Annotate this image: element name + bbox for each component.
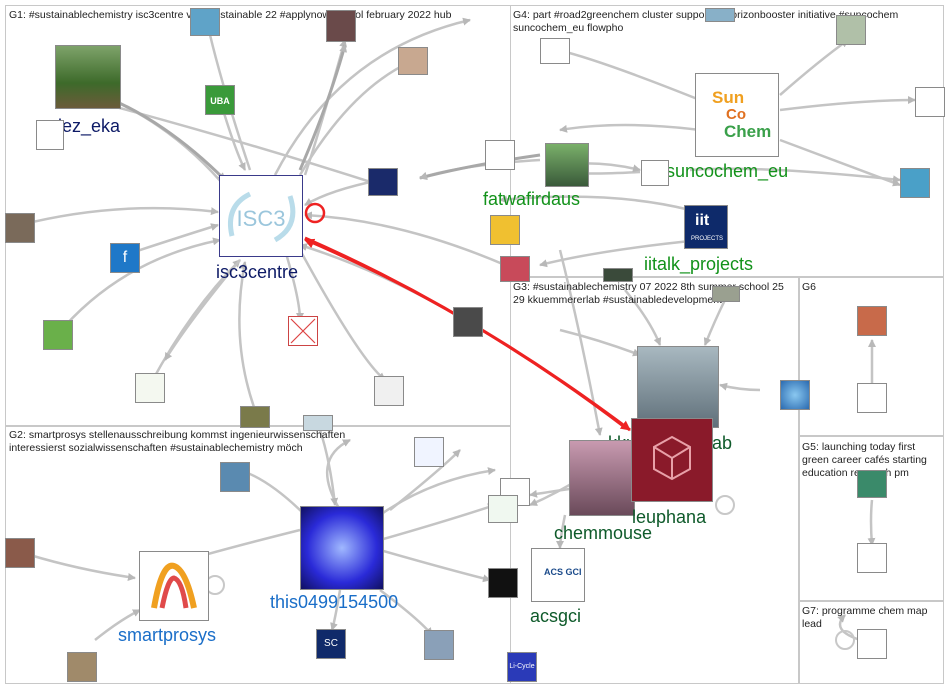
leuphana-logo-node[interactable] bbox=[631, 418, 713, 502]
group-label-g6: G6 bbox=[802, 281, 817, 293]
small-logo-node[interactable] bbox=[857, 543, 887, 573]
isc3-logo-icon: ISC3 bbox=[228, 191, 296, 243]
small-logo-node[interactable] bbox=[857, 629, 887, 659]
acs-logo-text: ACS GCI bbox=[544, 567, 582, 577]
small-logo-node[interactable] bbox=[488, 568, 518, 598]
group-box-g7 bbox=[798, 601, 944, 684]
small-avatar-node[interactable] bbox=[836, 15, 866, 45]
this0499154500-avatar[interactable] bbox=[300, 506, 384, 590]
small-avatar-node[interactable] bbox=[705, 8, 735, 22]
small-avatar-node[interactable] bbox=[857, 306, 887, 336]
uba-logo-icon[interactable]: UBA bbox=[205, 85, 235, 115]
small-avatar-node[interactable] bbox=[190, 8, 220, 36]
small-avatar-node[interactable] bbox=[240, 406, 270, 428]
group-label-g7: G7: programme chem map lead bbox=[802, 605, 928, 630]
acsgci-label: acsgci bbox=[530, 606, 582, 626]
group-label-g3: G3: #sustainablechemistry 07 2022 8th su… bbox=[513, 281, 784, 306]
suncochem-eu-label: suncochem_eu bbox=[666, 161, 789, 181]
globe-logo-icon[interactable] bbox=[780, 380, 810, 410]
group-label-g1: G1: #sustainablechemistry isc3centre ver… bbox=[9, 9, 452, 21]
iitalk-projects-label: iitalk_projects bbox=[644, 254, 754, 274]
iit-logo-subtext: PROJECTS bbox=[691, 236, 724, 242]
svg-text:ISC3: ISC3 bbox=[237, 206, 286, 231]
iit-logo-icon[interactable]: iit PROJECTS bbox=[684, 205, 728, 249]
small-logo-node[interactable] bbox=[488, 495, 518, 523]
smartprosys-logo-icon bbox=[151, 562, 197, 609]
small-avatar-node[interactable] bbox=[500, 256, 530, 282]
small-avatar-node[interactable] bbox=[303, 415, 333, 431]
kkuemmererlab-avatar[interactable] bbox=[637, 346, 719, 428]
eagle-logo-icon[interactable] bbox=[374, 376, 404, 406]
fatwafirdaus-avatar[interactable] bbox=[545, 143, 589, 187]
hexagon-logo-icon bbox=[653, 435, 691, 481]
group-box-g6 bbox=[798, 277, 944, 436]
small-logo-node[interactable] bbox=[641, 160, 669, 186]
this0499154500-label: this0499154500 bbox=[270, 592, 399, 612]
group-box-g5 bbox=[798, 436, 944, 601]
small-avatar-node[interactable] bbox=[220, 462, 250, 492]
niez-eka-avatar[interactable] bbox=[55, 45, 121, 109]
sc-logo-icon[interactable]: SC bbox=[316, 629, 346, 659]
small-logo-node[interactable] bbox=[135, 373, 165, 403]
small-avatar-node[interactable] bbox=[67, 652, 97, 682]
smartprosys-logo-node[interactable] bbox=[139, 551, 209, 621]
group-label-g2: G2: smartprosys stellenausschreibung kom… bbox=[9, 429, 346, 454]
facebook-icon[interactable]: f bbox=[110, 243, 140, 273]
small-logo-node[interactable] bbox=[857, 383, 887, 413]
small-avatar-node[interactable] bbox=[398, 47, 428, 75]
small-avatar-node[interactable] bbox=[326, 10, 356, 42]
isc3centre-label: isc3centre bbox=[216, 262, 299, 282]
niez-eka-label: niez_eka bbox=[48, 116, 121, 136]
small-avatar-node[interactable] bbox=[603, 268, 633, 282]
map-icon-node[interactable] bbox=[368, 168, 398, 196]
smartprosys-label: smartprosys bbox=[118, 625, 217, 645]
small-logo-node[interactable] bbox=[900, 168, 930, 198]
small-avatar-node[interactable] bbox=[36, 120, 64, 150]
small-logo-node[interactable] bbox=[485, 140, 515, 170]
suncochem-logo-text: Chem bbox=[724, 122, 772, 141]
small-avatar-node[interactable] bbox=[453, 307, 483, 337]
small-avatar-node[interactable] bbox=[490, 215, 520, 245]
small-avatar-node[interactable] bbox=[5, 538, 35, 568]
small-avatar-node[interactable] bbox=[424, 630, 454, 660]
suncochem-node[interactable]: Sun Co Chem bbox=[695, 73, 779, 157]
small-logo-node[interactable] bbox=[43, 320, 73, 350]
small-avatar-node[interactable] bbox=[5, 213, 35, 243]
suncochem-logo-text: Co bbox=[726, 106, 746, 123]
acsgci-logo-node[interactable]: ACS GCI bbox=[531, 548, 585, 602]
chemmouse-avatar[interactable] bbox=[569, 440, 635, 516]
small-avatar-node[interactable] bbox=[712, 286, 740, 302]
suncochem-logo-text: Sun bbox=[712, 88, 745, 107]
iit-logo-text: iit bbox=[695, 212, 710, 229]
broken-image-icon[interactable] bbox=[288, 316, 318, 346]
chemmouse-label: chemmouse bbox=[554, 523, 653, 543]
leuphana-label: leuphana bbox=[632, 507, 707, 527]
lcycle-logo-icon[interactable]: Li-Cycle bbox=[507, 652, 537, 682]
isc3centre-node[interactable]: ISC3 bbox=[219, 175, 303, 257]
small-logo-node[interactable] bbox=[414, 437, 444, 467]
small-logo-node[interactable] bbox=[857, 470, 887, 498]
small-logo-node[interactable] bbox=[915, 87, 945, 117]
small-logo-node[interactable] bbox=[540, 38, 570, 64]
fatwafirdaus-label: fatwafirdaus bbox=[483, 189, 581, 209]
